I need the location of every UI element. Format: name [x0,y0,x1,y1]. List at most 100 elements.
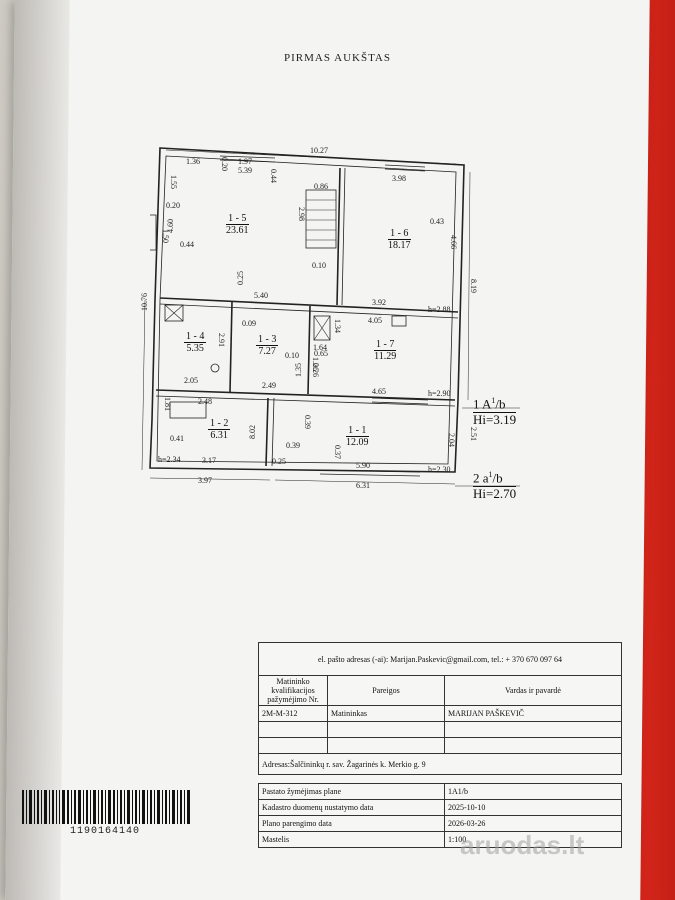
cert-number: 2M-M-312 [258,705,328,722]
dim-label: 0.25 [272,457,286,466]
dim-label: 0.10 [285,351,299,360]
dim-label: 0.43 [430,217,444,226]
dim-label: 2.05 [184,376,198,385]
dim-label: 5.90 [356,461,370,470]
dim-label: 0.26 [311,363,320,377]
watermark-logo: aruodas.lt [460,830,585,860]
info-row-value: 2025-10-10 [444,799,622,816]
wall-row1 [159,297,459,313]
room-label: 1 - 5 23.61 [226,213,249,236]
dim-label: 5.40 [254,291,268,300]
room-area: 11.29 [374,351,397,362]
dim-label: 1.36 [186,157,200,166]
dim-label: 4.65 [372,387,386,396]
dim-label: 1.35 [294,363,303,377]
room-area: 23.61 [226,225,249,236]
dim-label: h=2.90 [428,389,451,398]
stairs [305,189,337,249]
dim-label: 0.10 [312,261,326,270]
building-code: 1 A [473,396,492,412]
room-label: 1 - 4 5.35 [184,331,207,354]
dim-label: 0.44 [269,169,278,183]
barcode-number: 1190164140 [70,826,141,837]
outer-wall [149,147,465,473]
dim-label: h=2.88 [428,305,451,314]
building-height: Hi=2.70 [473,485,517,501]
dim-label: 3.97 [198,476,212,485]
plan-title: PIRMAS AUKŠTAS [284,52,391,64]
info-row-label: Pastato žymėjimas plane [258,783,445,800]
wall-3-7 [307,305,311,395]
info-row-label: Plano parengimo data [258,815,445,832]
dim-label: 0.20 [166,201,180,210]
room-number: 1 - 3 [256,334,279,346]
wall-2-1 [265,397,269,467]
dim-label: 6.31 [356,481,370,490]
building-code-sup: 1 [491,396,496,405]
room-label: 1 - 6 18.17 [388,228,411,251]
info-row-label: Kadastro duomenų nustatymo data [258,799,445,816]
dim-label: 0.39 [286,441,300,450]
room-area: 6.31 [210,430,228,441]
room-number: 1 - 4 [184,331,207,343]
building-code: 2 a [473,470,489,486]
info-row-label: Mastelis [258,831,445,848]
title-block-table: el. pašto adresas (-ai): Marijan.Paskevi… [258,642,622,848]
dim-label: 2.51 [469,427,478,441]
dim-label: 3.92 [372,298,386,307]
room-area: 12.09 [346,437,369,448]
room-number: 1 - 6 [388,228,411,240]
room-area: 5.35 [186,343,204,354]
surveyor-name: MARIJAN PAŠKEVIČ [444,705,622,722]
inner-wall [156,155,457,465]
dim-label: 2.48 [198,397,212,406]
col-cert-header: Matininko kvalifikacijos pažymėjimo Nr. [258,675,328,706]
dim-label: 2.04 [447,433,456,447]
dim-label: 0.44 [180,240,194,249]
building-height: Hi=3.19 [473,411,517,427]
room-number: 1 - 1 [346,425,369,437]
room-area: 18.17 [388,240,411,251]
room-number: 1 - 7 [374,339,397,351]
col-position-header: Pareigos [327,675,445,706]
dim-label: 0.09 [242,319,256,328]
dim-label: 0.39 [303,415,312,429]
wall-row2 [155,389,456,401]
room-label: 1 - 2 6.31 [208,418,231,441]
dim-label: 8.19 [469,279,478,293]
dim-label: 10.76 [140,293,149,311]
dim-label: 1.55 [169,175,178,189]
dim-label: 1.64 [313,343,327,352]
dim-label: 4.66 [449,235,458,249]
dim-label: 2.49 [262,381,276,390]
dim-label: 10.27 [310,146,328,155]
wall-5-6 [336,167,341,306]
dim-label: 1.34 [333,319,342,333]
building-code-sup: 1 [488,470,493,479]
dim-label: h=2.30 [428,465,451,474]
dim-label: 1.97 [238,157,252,166]
barcode [22,790,190,824]
dim-label: 2.98 [297,207,306,221]
dim-label: 5.39 [238,166,252,175]
dim-label: 0.86 [314,182,328,191]
position: Matininkas [327,705,445,722]
dim-label: 0.20 [220,157,229,171]
address: Adresas:Šalčininkų r. sav. Žagarinės k. … [258,753,622,775]
dim-label: 3.98 [392,174,406,183]
info-row-value: 1:100 [444,831,622,848]
dim-label: 8.02 [248,425,257,439]
building-code-suffix: /b [495,396,506,412]
dim-label: 4.05 [368,316,382,325]
room-number: 1 - 5 [226,213,249,225]
dim-label: 0.25 [236,271,245,285]
email-line: el. pašto adresas (-ai): Marijan.Paskevi… [258,642,622,676]
dim-label: 0.37 [333,445,342,459]
dim-label: 0.65 [314,349,328,358]
building-label-1: 1 A1/b Hi=3.19 [473,396,517,427]
col-name-header: Vardas ir pavardė [444,675,622,706]
dim-label: 0.41 [170,434,184,443]
building-code-suffix: /b [492,470,503,486]
dim-label: h=2.34 [158,455,181,464]
